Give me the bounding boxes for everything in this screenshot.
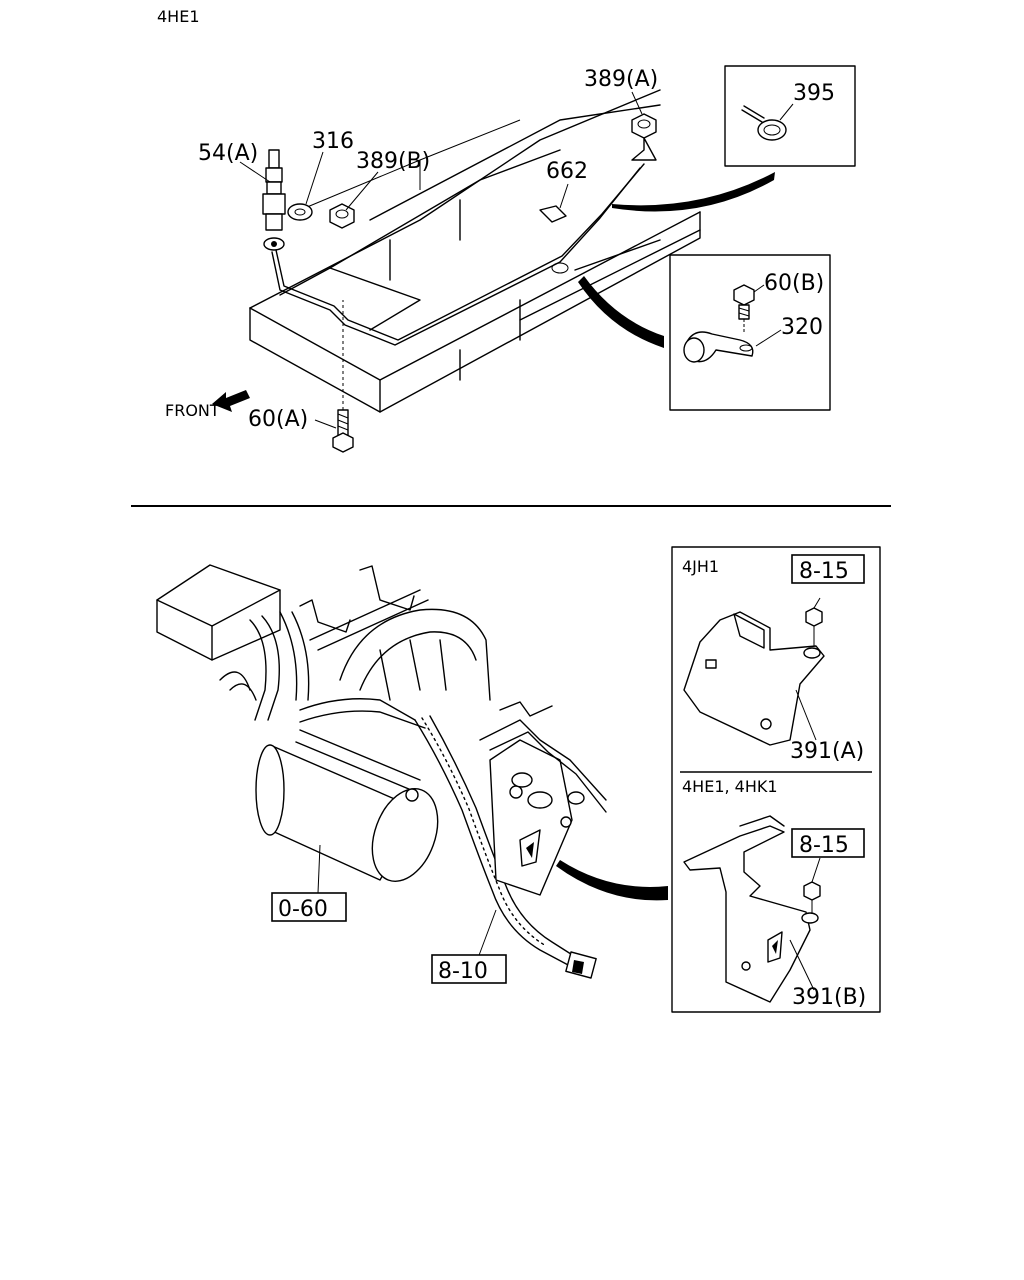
clip-662 — [539, 205, 569, 274]
bolt-60a — [332, 300, 354, 453]
callout-box-0-60 — [271, 892, 347, 922]
detail-inset-395 — [724, 65, 856, 167]
bracket-391a — [683, 597, 825, 746]
inset-4jh1-ref-box — [791, 554, 865, 584]
callout-54a: 54(A) — [198, 141, 258, 166]
leader-lines-top — [239, 91, 643, 429]
detail-inset-320 — [669, 254, 831, 411]
callout-662: 662 — [546, 159, 588, 184]
cable-tie-icon — [741, 105, 787, 141]
callout-320: 320 — [781, 315, 823, 340]
inset-4he1-ref-box — [791, 828, 865, 858]
inset-4jh1-ref: 8-15 — [799, 559, 849, 584]
inset-4he1-engine-code: 4HE1, 4HK1 — [682, 777, 778, 796]
sender-unit-54a — [262, 149, 286, 251]
front-arrow-icon — [212, 390, 250, 412]
nut-389a — [631, 113, 657, 161]
callout-60b: 60(B) — [764, 271, 824, 296]
callout-395: 395 — [793, 81, 835, 106]
inset-4jh1-part: 391(A) — [790, 739, 864, 764]
leader-8-10 — [477, 909, 497, 959]
bracket-391b — [683, 815, 821, 1003]
callout-389a: 389(A) — [584, 67, 658, 92]
leader-391b — [789, 939, 815, 991]
swoosh-arrow-391 — [556, 860, 668, 901]
front-label: FRONT — [165, 401, 220, 420]
callout-60a: 60(A) — [248, 407, 308, 432]
swoosh-arrow-320 — [578, 276, 664, 348]
clip-316 — [287, 203, 313, 221]
callout-0-60: 0-60 — [278, 897, 328, 922]
engine-assembly — [156, 564, 607, 979]
bolt-60b — [733, 284, 755, 332]
leader-391a — [795, 689, 817, 741]
fuel-line-cable — [271, 163, 645, 346]
leader-0-60 — [317, 844, 321, 894]
inset-4he1-ref: 8-15 — [799, 833, 849, 858]
callout-389b: 389(B) — [356, 149, 430, 174]
inset-4he1-part: 391(B) — [792, 985, 866, 1010]
callout-box-8-10 — [431, 954, 507, 984]
nut-389b — [329, 203, 355, 229]
clamp-320 — [683, 331, 754, 363]
frame-rails — [249, 89, 701, 413]
callout-8-10: 8-10 — [438, 959, 488, 984]
engine-code-label: 4HE1 — [157, 7, 200, 26]
callout-316: 316 — [312, 129, 354, 154]
inset-4jh1-engine-code: 4JH1 — [682, 557, 719, 576]
swoosh-arrow-395 — [612, 172, 775, 212]
